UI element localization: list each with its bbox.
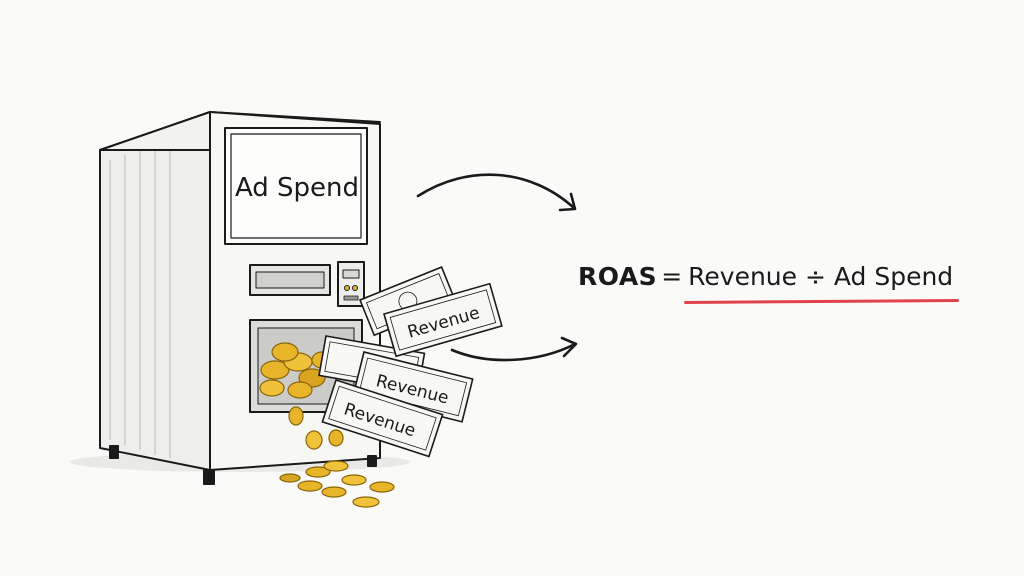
coin-icon	[271, 342, 299, 362]
coin-panel-button	[352, 285, 358, 291]
coin-icon	[328, 429, 344, 447]
coin-panel-display	[342, 269, 360, 279]
coin-icon	[297, 480, 323, 492]
roas-formula: ROAS=Revenue ÷ Ad Spend	[578, 262, 960, 304]
coin-icon	[341, 474, 367, 486]
coin-icon	[288, 406, 304, 426]
coin-panel-slot	[343, 295, 359, 301]
coin-icon	[323, 460, 349, 472]
banknote-icon: Revenue	[383, 282, 503, 358]
dispense-slot-inner	[255, 271, 325, 289]
coin-icon	[305, 466, 331, 478]
coin-icon	[305, 430, 323, 450]
formula-lhs: ROAS	[578, 262, 658, 291]
coin-icon	[279, 473, 301, 483]
formula-rhs: Revenue ÷ Ad Spend	[688, 262, 954, 291]
arrow-icon	[450, 336, 578, 362]
coin-icon	[369, 481, 395, 493]
arrow-icon	[416, 173, 577, 212]
coin-icon	[321, 486, 347, 498]
side-hatching	[109, 140, 171, 458]
machine-foot	[367, 455, 377, 467]
vending-machine-icon	[99, 111, 381, 485]
banknote-stack: Revenue Revenue Revenue	[318, 265, 503, 458]
machine-foot	[203, 469, 215, 485]
floor-coins	[279, 460, 395, 508]
falling-coins	[288, 406, 344, 450]
screen-label: Ad Spend	[235, 173, 359, 203]
formula-equals: =	[661, 262, 683, 291]
coin-icon	[287, 381, 313, 399]
banknote-icon: Revenue	[321, 378, 444, 458]
banknote-icon: Revenue	[352, 351, 474, 423]
formula-rhs-wrap: Revenue ÷ Ad Spend	[684, 262, 960, 304]
machine-screen-inner	[230, 133, 362, 239]
machine-screen	[224, 127, 368, 245]
coin-pile	[259, 342, 333, 399]
coin-icon	[260, 360, 290, 380]
coin-icon	[259, 379, 285, 397]
coin-panel-button	[344, 285, 350, 291]
machine-foot	[109, 445, 119, 459]
coin-icon	[352, 496, 380, 508]
